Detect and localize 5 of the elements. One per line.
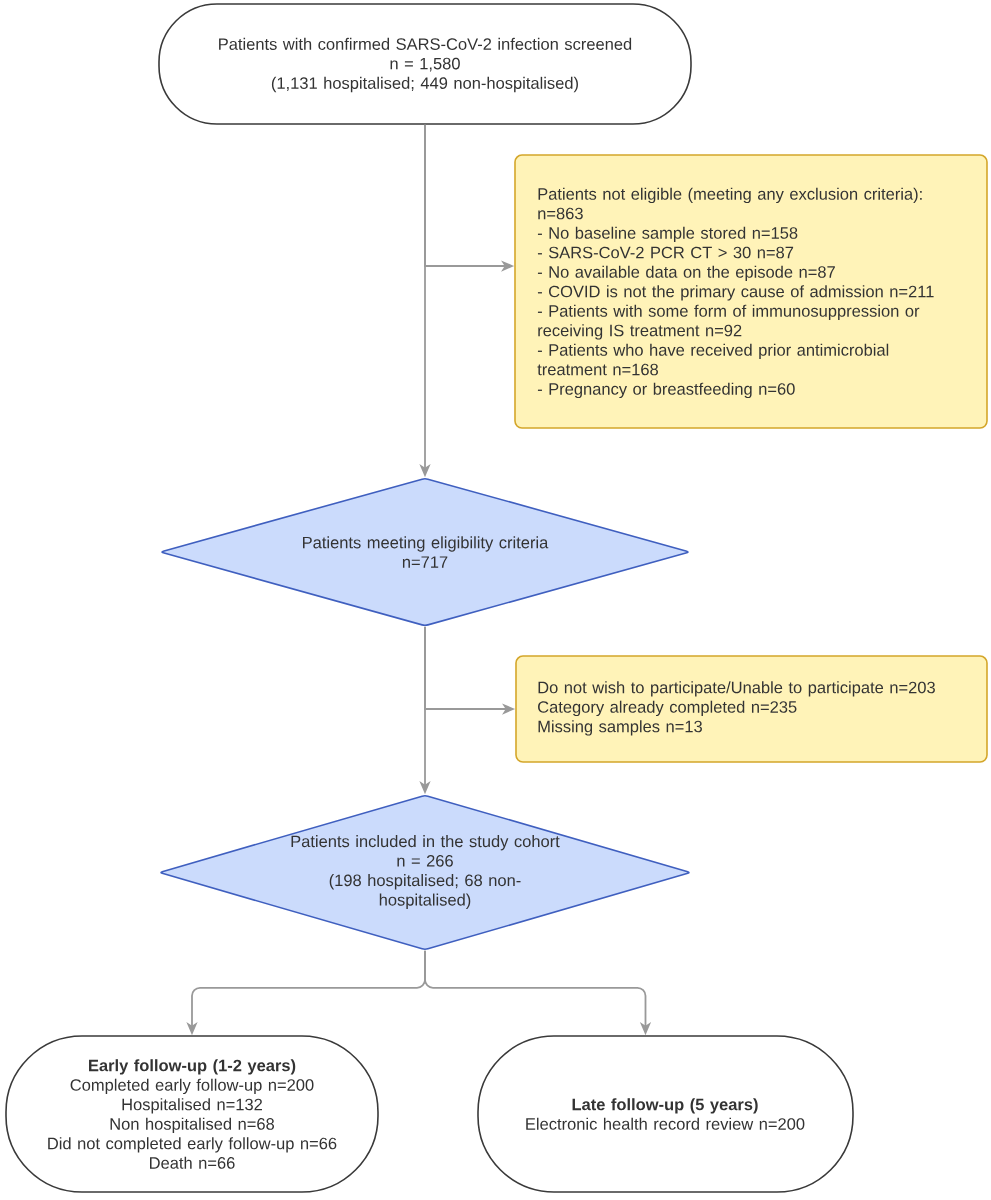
terminal-box: Early follow-up (1-2 years) Completed early follow-up n=200 Hospitalised n=132 Non hospitalised n=68 Did not completed early follow-up n=66 Death n=66 (5, 1035, 379, 1193)
note-box: Do not wish to participate/Unable to participate n=203 Category already completed n=235 Missing samples n=13 (515, 655, 988, 763)
terminal-box: Late follow-up (5 years) Electronic health record review n=200 (477, 1035, 854, 1193)
terminal-box: Patients with confirmed SARS-CoV-2 infection screened n = 1,580 (1,131 hospitalised; 449 non-hospitalised) (158, 3, 692, 125)
note-box: Patients not eligible (meeting any exclusion criteria): n=863 - No baseline sample stored n=158 - SARS-CoV-2 PCR CT > 30 n=87 - No available data on the episode n=87 - COVID is not the primary cause of admission n=211 - Patients with some form of immunosuppression or receiving IS treatment n=92 - Patients who have received prior antimicrobial treatment n=168 - Pregnancy or breastfeeding n=60 (514, 154, 988, 429)
